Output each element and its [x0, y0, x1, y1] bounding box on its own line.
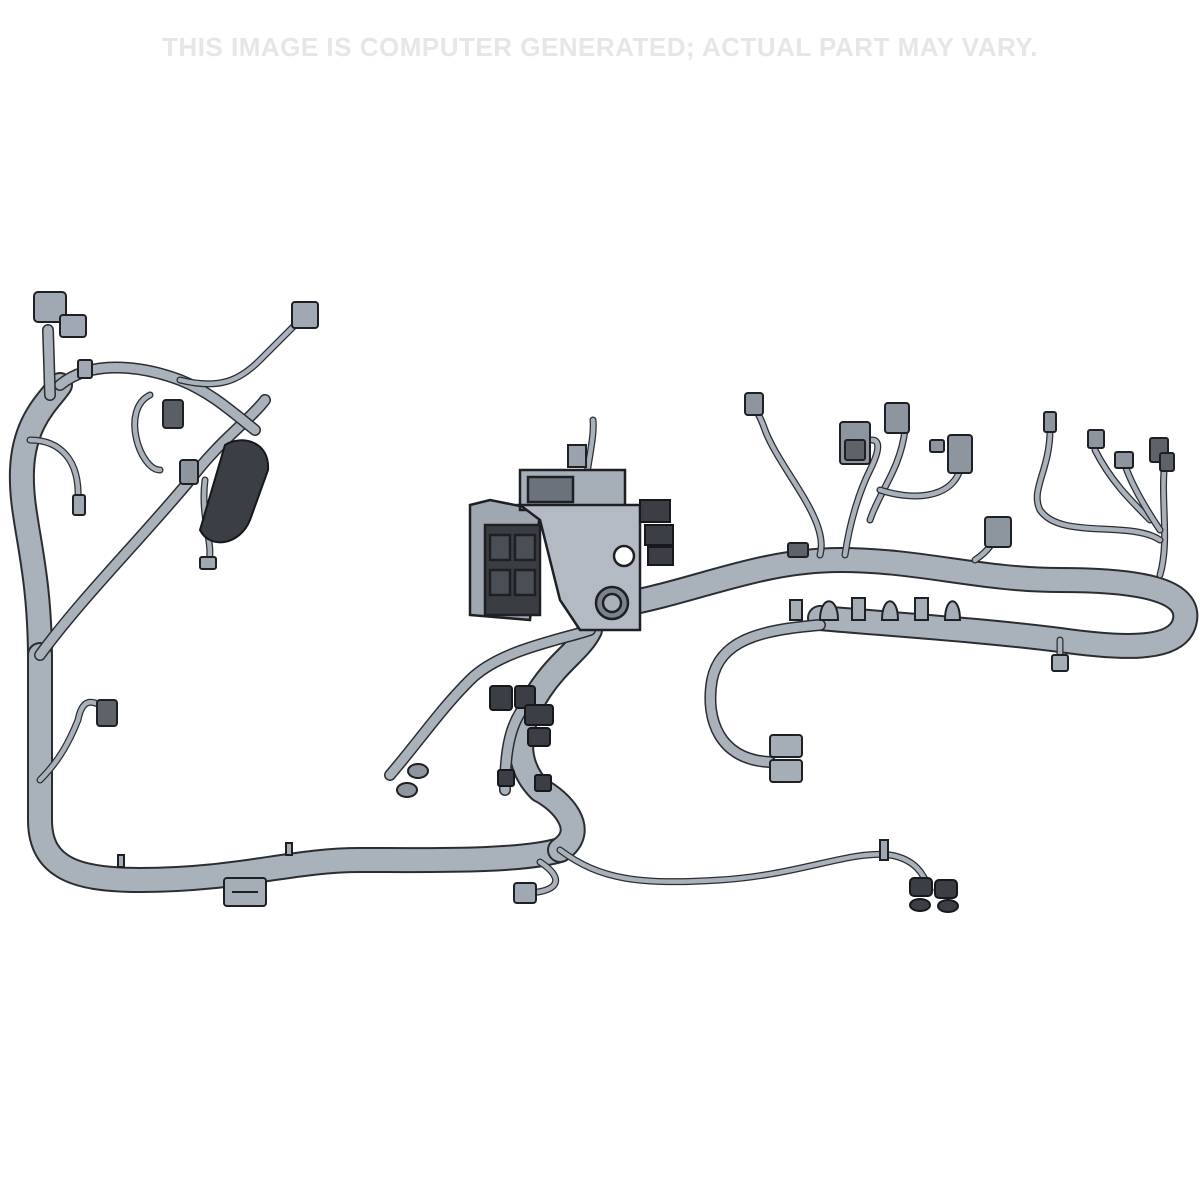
main-trunk [8, 372, 1199, 893]
connector-right-4 [947, 434, 973, 474]
connector-left-top [33, 291, 67, 323]
fuse-relay-module [468, 444, 674, 632]
connector-right-1 [744, 392, 764, 416]
connector-right-5 [984, 516, 1012, 548]
connectors [33, 291, 1175, 913]
connector-left-mid [96, 699, 118, 727]
connector-right-3 [884, 402, 910, 434]
trunk-right-loop [609, 549, 1197, 657]
disclaimer-watermark: THIS IMAGE IS COMPUTER GENERATED; ACTUAL… [162, 32, 1038, 62]
ring-terminal [407, 763, 429, 779]
ecu-connector [198, 439, 270, 544]
bracket-hole [612, 544, 636, 568]
connector-right-bottom [909, 877, 933, 897]
center-branches [384, 416, 934, 897]
trunk-bottom-run [29, 644, 571, 891]
connector-center-cluster [489, 685, 513, 711]
connector-right-loop [769, 734, 803, 758]
connector-top-center [291, 301, 319, 329]
injector-connector-row [789, 597, 962, 621]
trunk-center-riser [510, 619, 601, 861]
trunk-left-vertical [10, 374, 71, 671]
